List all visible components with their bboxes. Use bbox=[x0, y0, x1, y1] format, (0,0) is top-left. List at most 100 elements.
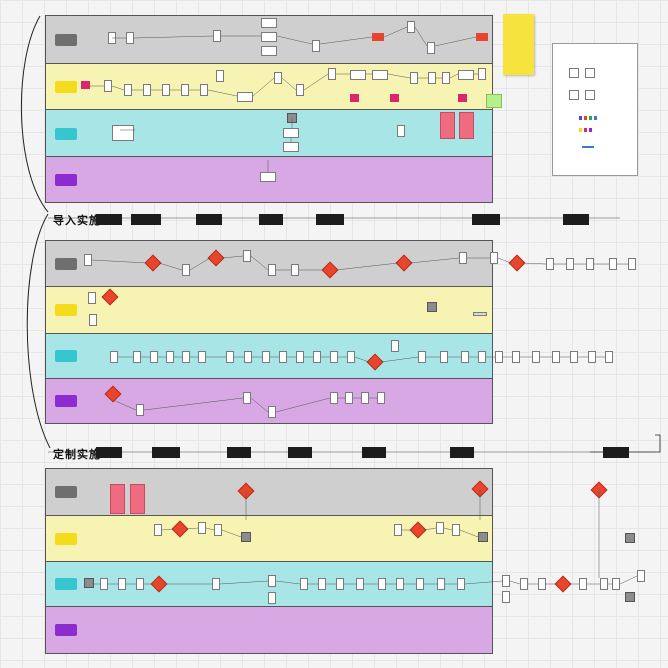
process-node[interactable] bbox=[154, 524, 162, 536]
process-node[interactable] bbox=[296, 84, 304, 96]
process-node[interactable] bbox=[397, 125, 405, 137]
phase-box[interactable] bbox=[227, 447, 251, 458]
lane-tag-yellow[interactable] bbox=[55, 81, 77, 93]
process-node[interactable] bbox=[566, 258, 574, 270]
process-node[interactable] bbox=[182, 264, 190, 276]
process-node[interactable] bbox=[628, 258, 636, 270]
process-node[interactable] bbox=[279, 351, 287, 363]
phase-box[interactable] bbox=[196, 214, 222, 225]
process-node[interactable] bbox=[605, 351, 613, 363]
process-node[interactable] bbox=[274, 72, 282, 84]
process-node[interactable] bbox=[166, 351, 174, 363]
phase-box[interactable] bbox=[563, 214, 589, 225]
process-node[interactable] bbox=[361, 392, 369, 404]
process-node[interactable] bbox=[407, 21, 415, 33]
process-node[interactable] bbox=[261, 46, 277, 56]
process-node[interactable] bbox=[336, 578, 344, 590]
process-node[interactable] bbox=[328, 68, 336, 80]
database-node[interactable] bbox=[427, 302, 437, 312]
process-node[interactable] bbox=[586, 258, 594, 270]
legend-panel[interactable] bbox=[552, 43, 638, 176]
process-node[interactable] bbox=[268, 592, 276, 604]
process-node[interactable] bbox=[268, 406, 276, 418]
process-node[interactable] bbox=[182, 351, 190, 363]
process-node[interactable] bbox=[416, 578, 424, 590]
process-node[interactable] bbox=[502, 591, 510, 603]
start-marker[interactable] bbox=[81, 81, 90, 89]
process-node[interactable] bbox=[356, 578, 364, 590]
process-node[interactable] bbox=[440, 351, 448, 363]
process-node[interactable] bbox=[200, 84, 208, 96]
process-node[interactable] bbox=[283, 142, 299, 152]
phase-box[interactable] bbox=[259, 214, 283, 225]
process-node[interactable] bbox=[226, 351, 234, 363]
process-node[interactable] bbox=[579, 578, 587, 590]
process-node[interactable] bbox=[588, 351, 596, 363]
alert-tag[interactable] bbox=[372, 33, 384, 41]
process-node[interactable] bbox=[318, 578, 326, 590]
alert-block[interactable] bbox=[440, 112, 455, 139]
process-node[interactable] bbox=[600, 578, 608, 590]
process-node[interactable] bbox=[410, 72, 418, 84]
process-node[interactable] bbox=[458, 70, 474, 80]
lane-tag-gray[interactable] bbox=[55, 258, 77, 270]
process-node[interactable] bbox=[213, 30, 221, 42]
phase-box[interactable] bbox=[472, 214, 500, 225]
phase-box[interactable] bbox=[316, 214, 344, 225]
phase-box[interactable] bbox=[362, 447, 386, 458]
lane-tag-purple[interactable] bbox=[55, 624, 77, 636]
lane-tag-yellow[interactable] bbox=[55, 533, 77, 545]
process-node[interactable] bbox=[133, 351, 141, 363]
phase-box[interactable] bbox=[96, 447, 122, 458]
lane-tag-gray[interactable] bbox=[55, 34, 77, 46]
process-node[interactable] bbox=[291, 264, 299, 276]
process-node[interactable] bbox=[350, 70, 366, 80]
phase-box[interactable] bbox=[288, 447, 312, 458]
process-node[interactable] bbox=[442, 72, 450, 84]
lane-tag-cyan[interactable] bbox=[55, 578, 77, 590]
phase-box[interactable] bbox=[603, 447, 629, 458]
process-node[interactable] bbox=[136, 404, 144, 416]
database-node[interactable] bbox=[625, 533, 635, 543]
document-node[interactable] bbox=[112, 125, 134, 141]
alert-marker[interactable] bbox=[350, 94, 359, 102]
process-node[interactable] bbox=[459, 252, 467, 264]
process-node[interactable] bbox=[552, 351, 560, 363]
process-node[interactable] bbox=[300, 578, 308, 590]
process-node[interactable] bbox=[391, 340, 399, 352]
process-node[interactable] bbox=[100, 578, 108, 590]
process-node[interactable] bbox=[212, 578, 220, 590]
process-node[interactable] bbox=[490, 252, 498, 264]
process-node[interactable] bbox=[609, 258, 617, 270]
process-node[interactable] bbox=[330, 351, 338, 363]
process-node[interactable] bbox=[216, 70, 224, 82]
process-node[interactable] bbox=[110, 351, 118, 363]
alert-block[interactable] bbox=[110, 484, 125, 514]
sticky-note[interactable] bbox=[503, 14, 534, 75]
database-node[interactable] bbox=[478, 532, 488, 542]
process-node[interactable] bbox=[532, 351, 540, 363]
process-node[interactable] bbox=[268, 264, 276, 276]
process-node[interactable] bbox=[538, 578, 546, 590]
process-node[interactable] bbox=[89, 314, 97, 326]
phase-box[interactable] bbox=[131, 214, 161, 225]
process-node[interactable] bbox=[377, 392, 385, 404]
process-node[interactable] bbox=[347, 351, 355, 363]
process-node[interactable] bbox=[162, 84, 170, 96]
process-node[interactable] bbox=[473, 312, 487, 316]
process-node[interactable] bbox=[262, 351, 270, 363]
process-node[interactable] bbox=[612, 578, 620, 590]
database-node[interactable] bbox=[84, 578, 94, 588]
process-node[interactable] bbox=[237, 92, 253, 102]
process-node[interactable] bbox=[437, 578, 445, 590]
process-node[interactable] bbox=[461, 351, 469, 363]
process-node[interactable] bbox=[520, 578, 528, 590]
process-node[interactable] bbox=[243, 250, 251, 262]
phase-box[interactable] bbox=[152, 447, 180, 458]
process-node[interactable] bbox=[261, 32, 277, 42]
phase-box[interactable] bbox=[96, 214, 122, 225]
process-node[interactable] bbox=[457, 578, 465, 590]
process-node[interactable] bbox=[372, 70, 388, 80]
process-node[interactable] bbox=[637, 570, 645, 582]
